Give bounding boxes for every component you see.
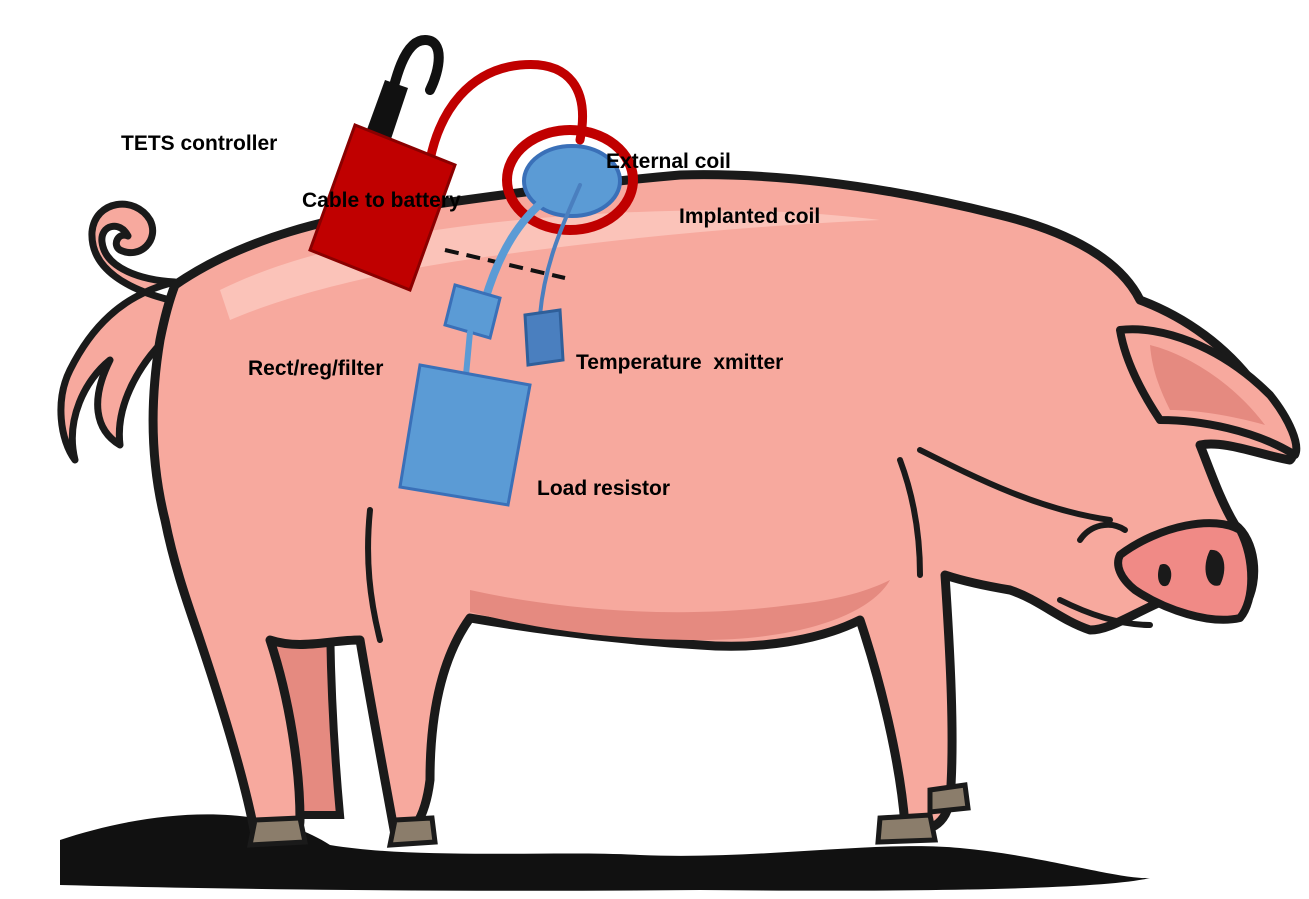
label-rect-reg-filter: Rect/reg/filter: [248, 358, 383, 379]
temperature-xmitter-box: [525, 310, 563, 365]
pig-illustration: [61, 175, 1296, 845]
load-resistor-box: [400, 365, 530, 505]
label-tets-controller: TETS controller: [121, 133, 277, 154]
label-external-coil: External coil: [606, 151, 731, 172]
pig-hoof-2: [390, 818, 435, 845]
pig-nostril-left: [1158, 564, 1171, 586]
ground-shadow: [60, 814, 1150, 890]
lead-to-load: [466, 332, 470, 375]
label-implanted-coil: Implanted coil: [679, 206, 820, 227]
label-temperature-xmitter: Temperature xmitter: [576, 352, 783, 373]
pig-hoof-1: [250, 818, 305, 845]
pig-hoof-3: [878, 815, 935, 842]
label-load-resistor: Load resistor: [537, 478, 670, 499]
label-cable-to-battery: Cable to battery: [302, 190, 461, 211]
pig-hoof-4: [930, 785, 968, 812]
